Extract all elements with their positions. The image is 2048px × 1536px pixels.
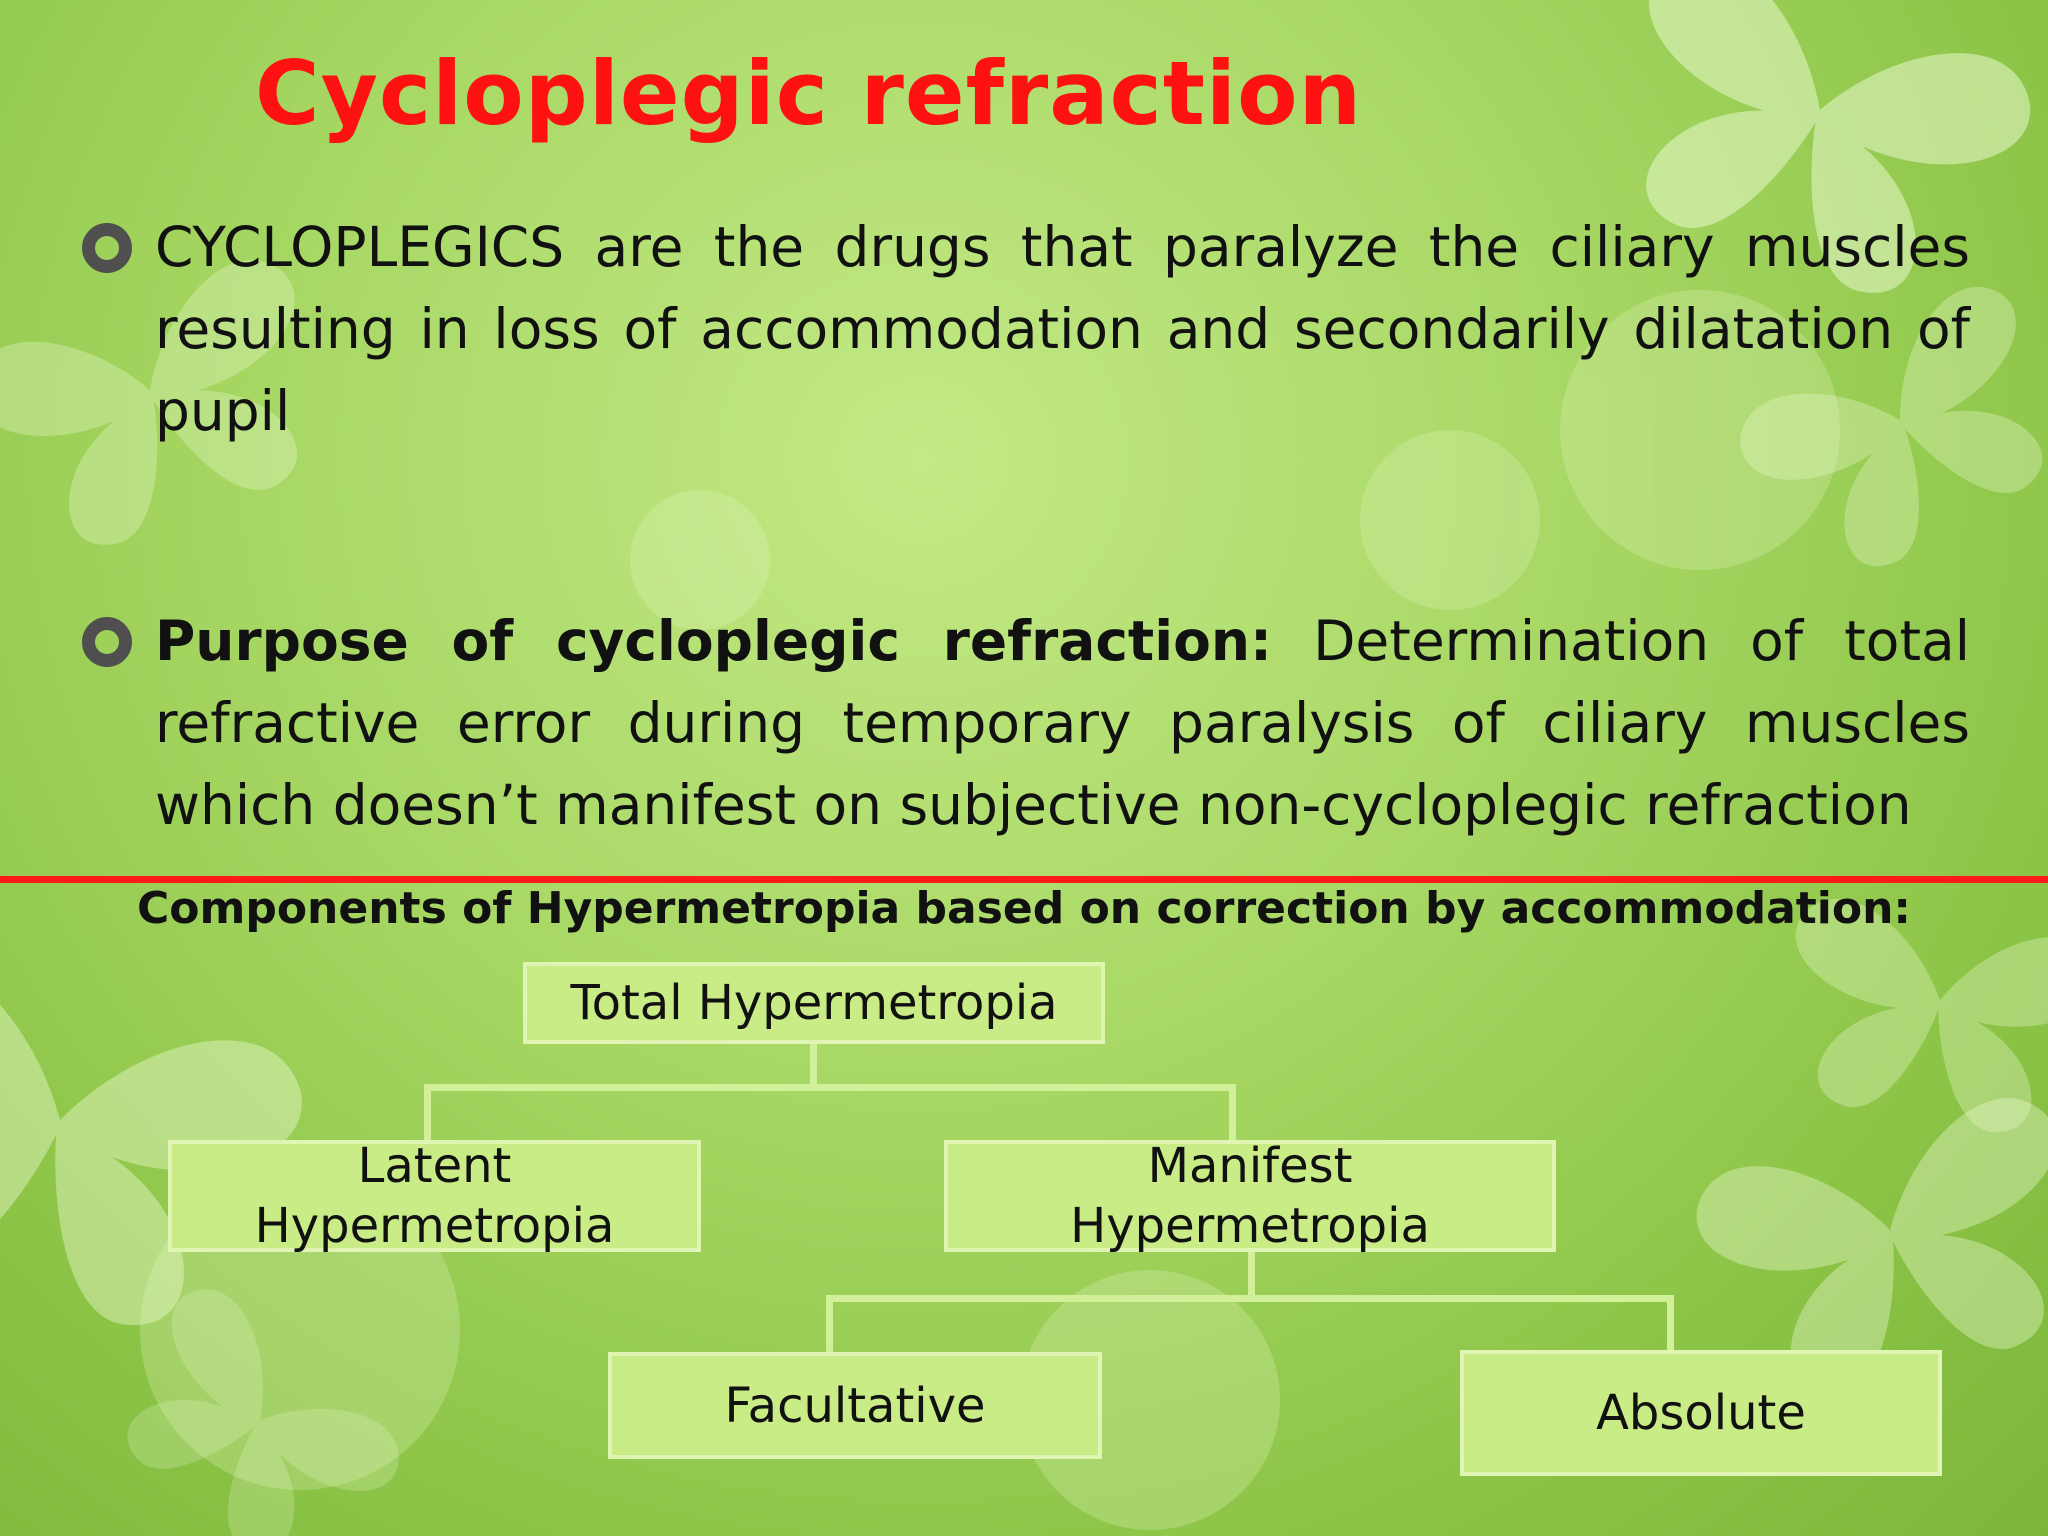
connector-line [826, 1295, 833, 1353]
bullet-purpose: Purpose of cycloplegic refraction: Deter… [155, 600, 1970, 846]
node-total-hypermetropia-label: Total Hypermetropia [570, 975, 1058, 1031]
node-facultative: Facultative [608, 1352, 1102, 1459]
ring-bullet-icon [82, 617, 132, 667]
section-divider [0, 876, 2048, 883]
node-total-hypermetropia: Total Hypermetropia [523, 962, 1105, 1044]
bullet-definition: CYCLOPLEGICS are the drugs that paralyze… [155, 206, 1970, 452]
connector-line [1667, 1295, 1674, 1353]
node-absolute-label: Absolute [1596, 1385, 1806, 1441]
node-facultative-label: Facultative [724, 1377, 986, 1434]
connector-line [1248, 1249, 1255, 1299]
ring-bullet-icon [82, 223, 132, 273]
node-latent-hypermetropia: Latent Hypermetropia [168, 1138, 701, 1254]
connector-line [424, 1084, 431, 1141]
connector-line [826, 1295, 1674, 1302]
node-absolute: Absolute [1460, 1350, 1942, 1476]
bullet-purpose-text: Determination of total refractive error … [155, 609, 1970, 837]
node-manifest-hypermetropia: Manifest Hypermetropia [944, 1138, 1556, 1254]
bullet-purpose-label: Purpose of cycloplegic refraction: [155, 609, 1273, 673]
slide-title: Cycloplegic refraction [255, 42, 1363, 145]
bullet-definition-text: CYCLOPLEGICS are the drugs that paralyze… [155, 215, 1970, 443]
connector-line [810, 1041, 817, 1089]
node-latent-hypermetropia-label: Latent Hypermetropia [254, 1138, 615, 1254]
connector-line [1229, 1084, 1236, 1141]
components-heading: Components of Hypermetropia based on cor… [136, 883, 1912, 934]
connector-line [424, 1084, 1236, 1091]
node-manifest-hypermetropia-label: Manifest Hypermetropia [1070, 1138, 1430, 1254]
